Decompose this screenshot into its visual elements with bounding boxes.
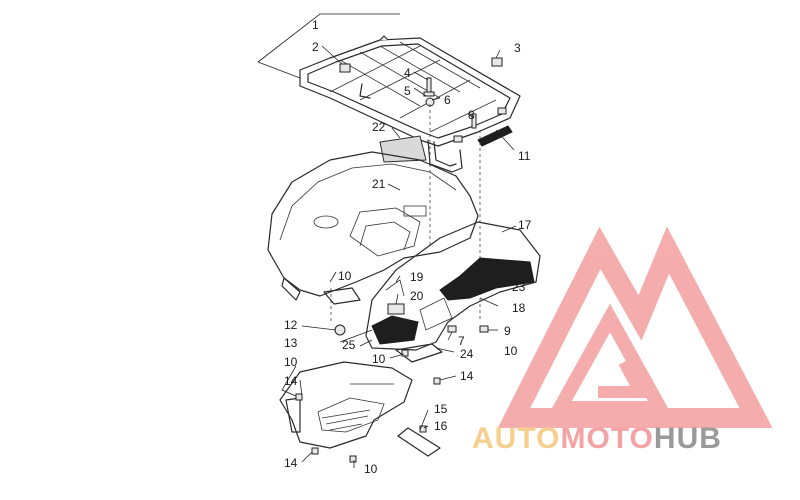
callout-21: 21 [372, 177, 386, 191]
callout-10-e: 10 [364, 462, 378, 476]
callout-25: 25 [342, 338, 356, 352]
callout-9: 9 [504, 324, 511, 338]
rear-rack [299, 35, 521, 173]
callout-19: 19 [410, 270, 424, 284]
hardware [295, 324, 489, 463]
rear-fender [267, 151, 479, 301]
callout-1: 1 [312, 18, 319, 32]
watermark-text: AUTOMOTOHUB [472, 422, 722, 455]
watermark-hub: HUB [654, 422, 722, 455]
rack-hardware [423, 57, 503, 129]
watermark-moto: MOTO [560, 422, 653, 455]
leader-lines [281, 45, 517, 468]
callout-11: 11 [518, 149, 531, 163]
callout-23: 23 [512, 280, 526, 294]
callout-8: 8 [468, 108, 475, 122]
callout-14-c: 14 [284, 456, 298, 470]
callout-17: 17 [518, 218, 532, 232]
callout-13: 13 [284, 336, 298, 350]
callout-3: 3 [514, 41, 521, 55]
callout-15: 15 [434, 402, 448, 416]
callout-18: 18 [512, 301, 526, 315]
callout-6: 6 [444, 93, 451, 107]
fender-bracket-24 [395, 343, 443, 363]
callout-labels: 1 2 3 4 5 6 8 11 22 21 17 10 19 20 23 18… [284, 18, 532, 476]
callout-14-a: 14 [284, 374, 298, 388]
callout-10-a: 10 [338, 269, 352, 283]
callout-10-d: 10 [284, 355, 298, 369]
footwell [279, 361, 413, 449]
bracket-10 [323, 287, 361, 305]
callout-14-b: 14 [460, 369, 474, 383]
callout-2: 2 [312, 40, 319, 54]
decal-22 [379, 135, 427, 163]
watermark-auto: AUTO [472, 422, 560, 455]
side-panel-17 [365, 221, 541, 351]
rack-bracket-line [257, 13, 400, 63]
callout-10-b: 10 [504, 344, 518, 358]
watermark-logo [497, 226, 773, 428]
rail-15 [397, 427, 441, 457]
callout-10-c: 10 [372, 352, 386, 366]
callout-7: 7 [458, 334, 465, 348]
callout-16: 16 [434, 419, 448, 433]
callout-5: 5 [404, 84, 411, 98]
callout-22: 22 [372, 120, 386, 134]
callout-4: 4 [404, 66, 411, 80]
callout-20: 20 [410, 289, 424, 303]
callout-12: 12 [284, 318, 298, 332]
callout-24: 24 [460, 347, 474, 361]
